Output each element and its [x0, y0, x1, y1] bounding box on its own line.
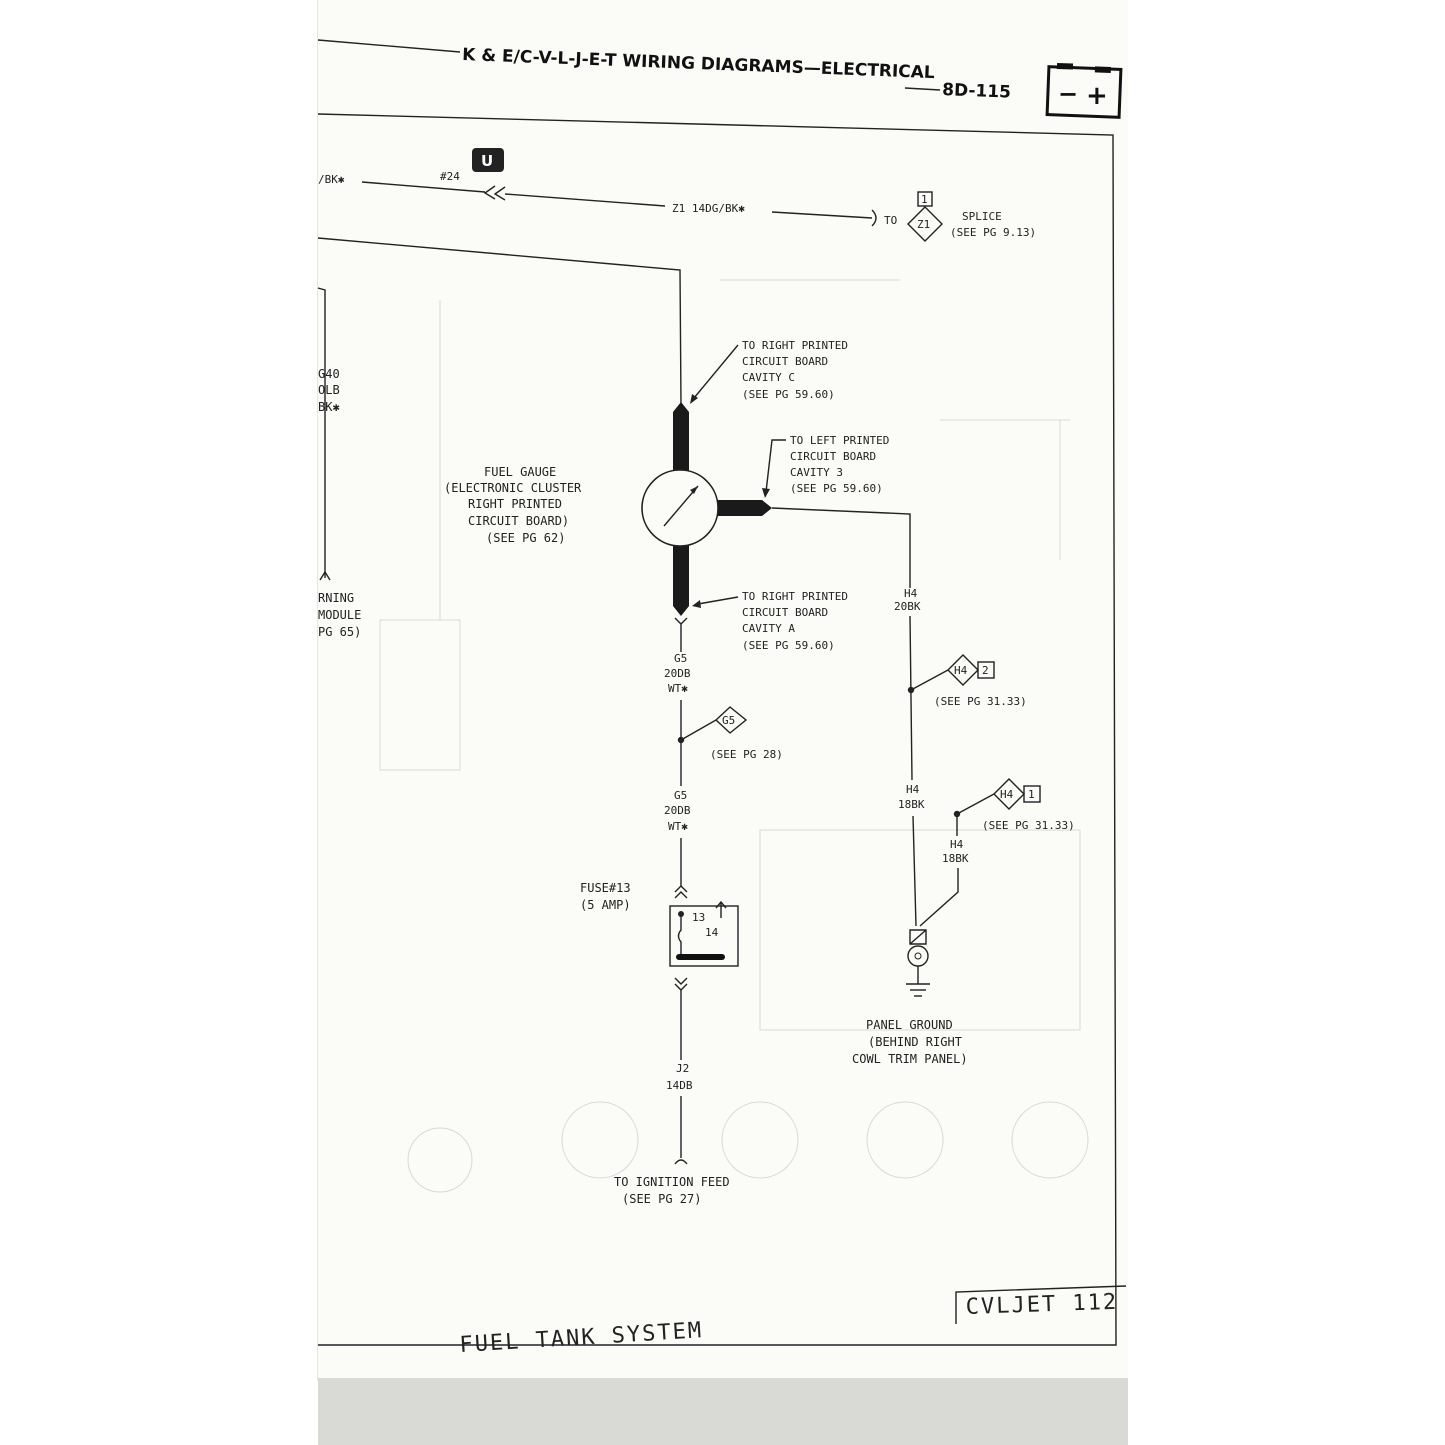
- fuse-pin-13: 13: [692, 911, 705, 924]
- left-fragments: G40 OLB BK✱ RNING MODULE PG 65): [317, 287, 361, 639]
- page-footer: CVLJET 112 FUEL TANK SYSTEM: [459, 1285, 1127, 1358]
- h4-tag1-id: H4: [1000, 788, 1014, 801]
- connector-icon: [472, 148, 504, 172]
- battery-minus: −: [1058, 80, 1078, 108]
- g40-line-1: G40: [318, 367, 340, 381]
- photo-background-right: [1128, 0, 1445, 1445]
- header-section: ELECTRICAL: [820, 59, 935, 83]
- h4-mid-line-2: 18BK: [898, 798, 925, 811]
- fuse-13: FUSE#13 (5 AMP) 13 14: [580, 881, 739, 991]
- diagram-border: [317, 113, 1117, 1346]
- z1-wire-label: Z1 14DG/BK✱: [672, 202, 745, 215]
- connector-icon-letter: U: [481, 152, 493, 170]
- header-title: K & E/C-V-L-J-E-T WIRING DIAGRAMS: [462, 45, 804, 78]
- cavity-a-line-4: (SEE PG 59.60): [742, 639, 835, 652]
- gauge-label-5: (SEE PG 62): [486, 531, 565, 545]
- cavity-3-line-3: CAVITY 3: [790, 466, 843, 479]
- cavity-3-line-4: (SEE PG 59.60): [790, 482, 883, 495]
- wire-to-gauge-top: [317, 237, 682, 406]
- ignition-label-1: TO IGNITION FEED: [614, 1175, 730, 1189]
- callout-cavity-a: TO RIGHT PRINTED CIRCUIT BOARD CAVITY A …: [692, 590, 848, 652]
- cavity-a-line-3: CAVITY A: [742, 622, 795, 635]
- battery-plus: +: [1086, 81, 1108, 111]
- cavity-c-line-1: TO RIGHT PRINTED: [742, 339, 848, 352]
- h4-top-line-1: H4: [904, 587, 918, 600]
- cavity-c-line-4: (SEE PG 59.60): [742, 388, 835, 401]
- splice-id: Z1: [917, 218, 930, 231]
- fuse-label-2: (5 AMP): [580, 898, 631, 912]
- h4-right-line-1: H4: [950, 838, 964, 851]
- page-underside: [318, 1378, 1128, 1445]
- callout-cavity-c: TO RIGHT PRINTED CIRCUIT BOARD CAVITY C …: [690, 339, 848, 404]
- h4-tag1-pin: 1: [1028, 788, 1035, 801]
- wire-j2: J2 14DB TO IGNITION FEED (SEE PG 27): [614, 990, 730, 1206]
- cavity-c-line-3: CAVITY C: [742, 371, 795, 384]
- ignition-label-2: (SEE PG 27): [622, 1192, 701, 1206]
- cavity-3-line-2: CIRCUIT BOARD: [790, 450, 876, 463]
- footer-system-title: FUEL TANK SYSTEM: [459, 1318, 704, 1358]
- h4-mid-line-1: H4: [906, 783, 920, 796]
- splice-label: SPLICE: [962, 210, 1002, 223]
- splice-ref: (SEE PG 9.13): [950, 226, 1036, 239]
- gauge-label-1: FUEL GAUGE: [484, 465, 556, 479]
- top-wire-left-label: /BK✱: [318, 173, 345, 186]
- fuse-pin-14: 14: [705, 926, 719, 939]
- g5-upper-line-1: G5: [674, 652, 687, 665]
- wire-g5: G5 20DB WT✱ G5 (SEE PG 28) G5 20DB WT✱: [664, 624, 783, 899]
- gauge-label-4: CIRCUIT BOARD): [468, 514, 569, 528]
- panel-ground: PANEL GROUND (BEHIND RIGHT COWL TRIM PAN…: [852, 929, 968, 1066]
- g5-splice-ref: (SEE PG 28): [710, 748, 783, 761]
- g40-line-3: BK✱: [318, 400, 340, 414]
- cavity-a-line-1: TO RIGHT PRINTED: [742, 590, 848, 603]
- wire-h4: H4 20BK H4 2 (SEE PG 31.33) H4 18BK H4 1…: [771, 507, 1075, 927]
- h4-tag2-pin: 2: [982, 664, 989, 677]
- show-through-ghost: [379, 279, 1089, 1193]
- gauge-needle: [663, 485, 699, 527]
- cavity-3-line-1: TO LEFT PRINTED: [790, 434, 889, 447]
- fuse-label-1: FUSE#13: [580, 881, 631, 895]
- warning-line-1: RNING: [318, 591, 354, 605]
- top-wire-z1: /BK✱ U #24 Z1 14DG/BK✱ TO Z1 1 SPLICE (S…: [318, 148, 1036, 242]
- j2-line-2: 14DB: [666, 1079, 693, 1092]
- ground-label-1: PANEL GROUND: [866, 1018, 953, 1032]
- fuel-gauge: FUEL GAUGE (ELECTRONIC CLUSTER RIGHT PRI…: [444, 402, 772, 625]
- ground-label-2: (BEHIND RIGHT: [868, 1035, 962, 1049]
- g5-upper-line-3: WT✱: [668, 682, 688, 695]
- g5-lower-line-3: WT✱: [668, 820, 688, 833]
- h4-top-line-2: 20BK: [894, 600, 921, 613]
- warning-line-3: PG 65): [318, 625, 361, 639]
- battery-icon: − +: [1045, 62, 1123, 119]
- g40-line-2: OLB: [318, 383, 340, 397]
- h4-tag2-ref: (SEE PG 31.33): [934, 695, 1027, 708]
- j2-line-1: J2: [676, 1062, 689, 1075]
- photo-background-left: [0, 0, 318, 1445]
- h4-tag1-ref: (SEE PG 31.33): [982, 819, 1075, 832]
- gauge-label-2: (ELECTRONIC CLUSTER: [444, 481, 582, 495]
- h4-right-line-2: 18BK: [942, 852, 969, 865]
- cavity-c-line-2: CIRCUIT BOARD: [742, 355, 828, 368]
- h4-tag2-id: H4: [954, 664, 968, 677]
- ground-label-3: COWL TRIM PANEL): [852, 1052, 968, 1066]
- footer-code: CVLJET 112: [965, 1290, 1118, 1320]
- page-header: K & E/C-V-L-J-E-T WIRING DIAGRAMS—ELECTR…: [317, 39, 1123, 119]
- g5-splice-tag: G5: [722, 714, 735, 727]
- warning-line-2: MODULE: [318, 608, 361, 622]
- g5-upper-line-2: 20DB: [664, 667, 691, 680]
- connector-number: #24: [440, 170, 460, 183]
- splice-to-label: TO: [884, 214, 897, 227]
- callout-cavity-3: TO LEFT PRINTED CIRCUIT BOARD CAVITY 3 (…: [762, 434, 889, 498]
- gauge-label-3: RIGHT PRINTED: [468, 497, 562, 511]
- splice-pin: 1: [921, 193, 928, 206]
- header-page-number: 8D-115: [942, 80, 1012, 103]
- svg-text:K & E/C-V-L-J-E-T WIRING DIAGR: K & E/C-V-L-J-E-T WIRING DIAGRAMS—ELECTR…: [462, 45, 935, 83]
- g5-lower-line-1: G5: [674, 789, 687, 802]
- g5-lower-line-2: 20DB: [664, 804, 691, 817]
- cavity-a-line-2: CIRCUIT BOARD: [742, 606, 828, 619]
